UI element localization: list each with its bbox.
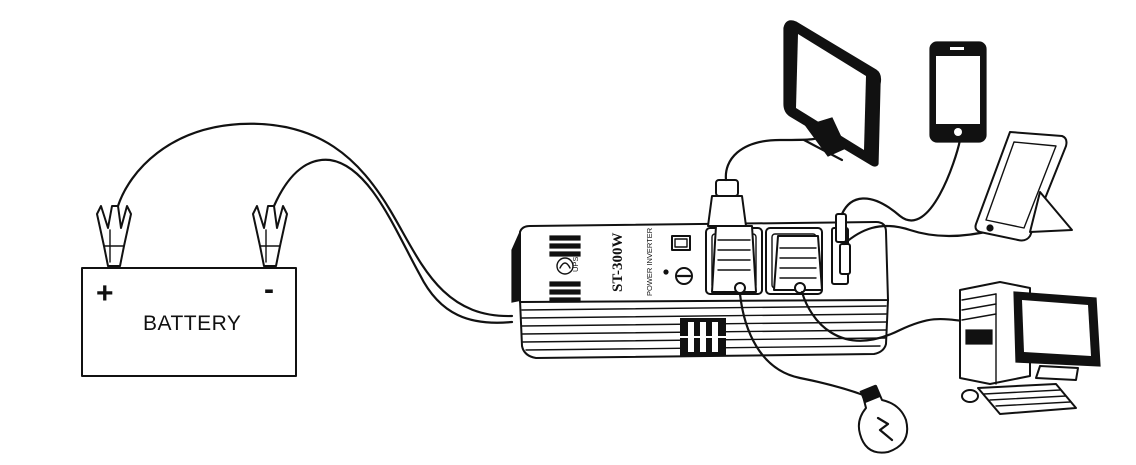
light-bulb-icon — [857, 384, 909, 454]
battery-label: BATTERY — [143, 312, 241, 335]
battery-cables — [116, 122, 514, 324]
usb-plug-icon — [835, 213, 851, 275]
negative-clamp-icon — [252, 205, 288, 267]
inverter-model: ST-300W — [610, 233, 626, 292]
brand-logo-icon: UPS — [556, 257, 580, 275]
power-switch-icon — [671, 235, 691, 251]
device-cables — [724, 132, 996, 398]
smartphone-icon — [929, 41, 987, 143]
inverter-subtitle: POWER INVERTER — [645, 227, 654, 296]
battery-negative-sign: - — [264, 273, 274, 306]
battery-positive-sign: + — [96, 277, 114, 310]
plug-2-icon — [773, 235, 823, 294]
positive-clamp-icon — [96, 205, 132, 267]
vent-grille — [680, 318, 726, 356]
power-inverter: UPS ST-300W POWER INVERTER — [511, 221, 889, 359]
battery: + - BATTERY — [81, 267, 297, 377]
fuse-icon — [675, 267, 693, 285]
desktop-computer-icon — [959, 281, 1101, 415]
vent-slots-left — [549, 235, 581, 303]
plug-1-icon — [707, 179, 757, 294]
tablet-icon — [974, 131, 1073, 242]
svg-text:UPS: UPS — [571, 257, 580, 272]
battery-body — [81, 267, 297, 377]
indicator-led-icon — [663, 269, 669, 275]
monitor-icon — [783, 20, 882, 167]
